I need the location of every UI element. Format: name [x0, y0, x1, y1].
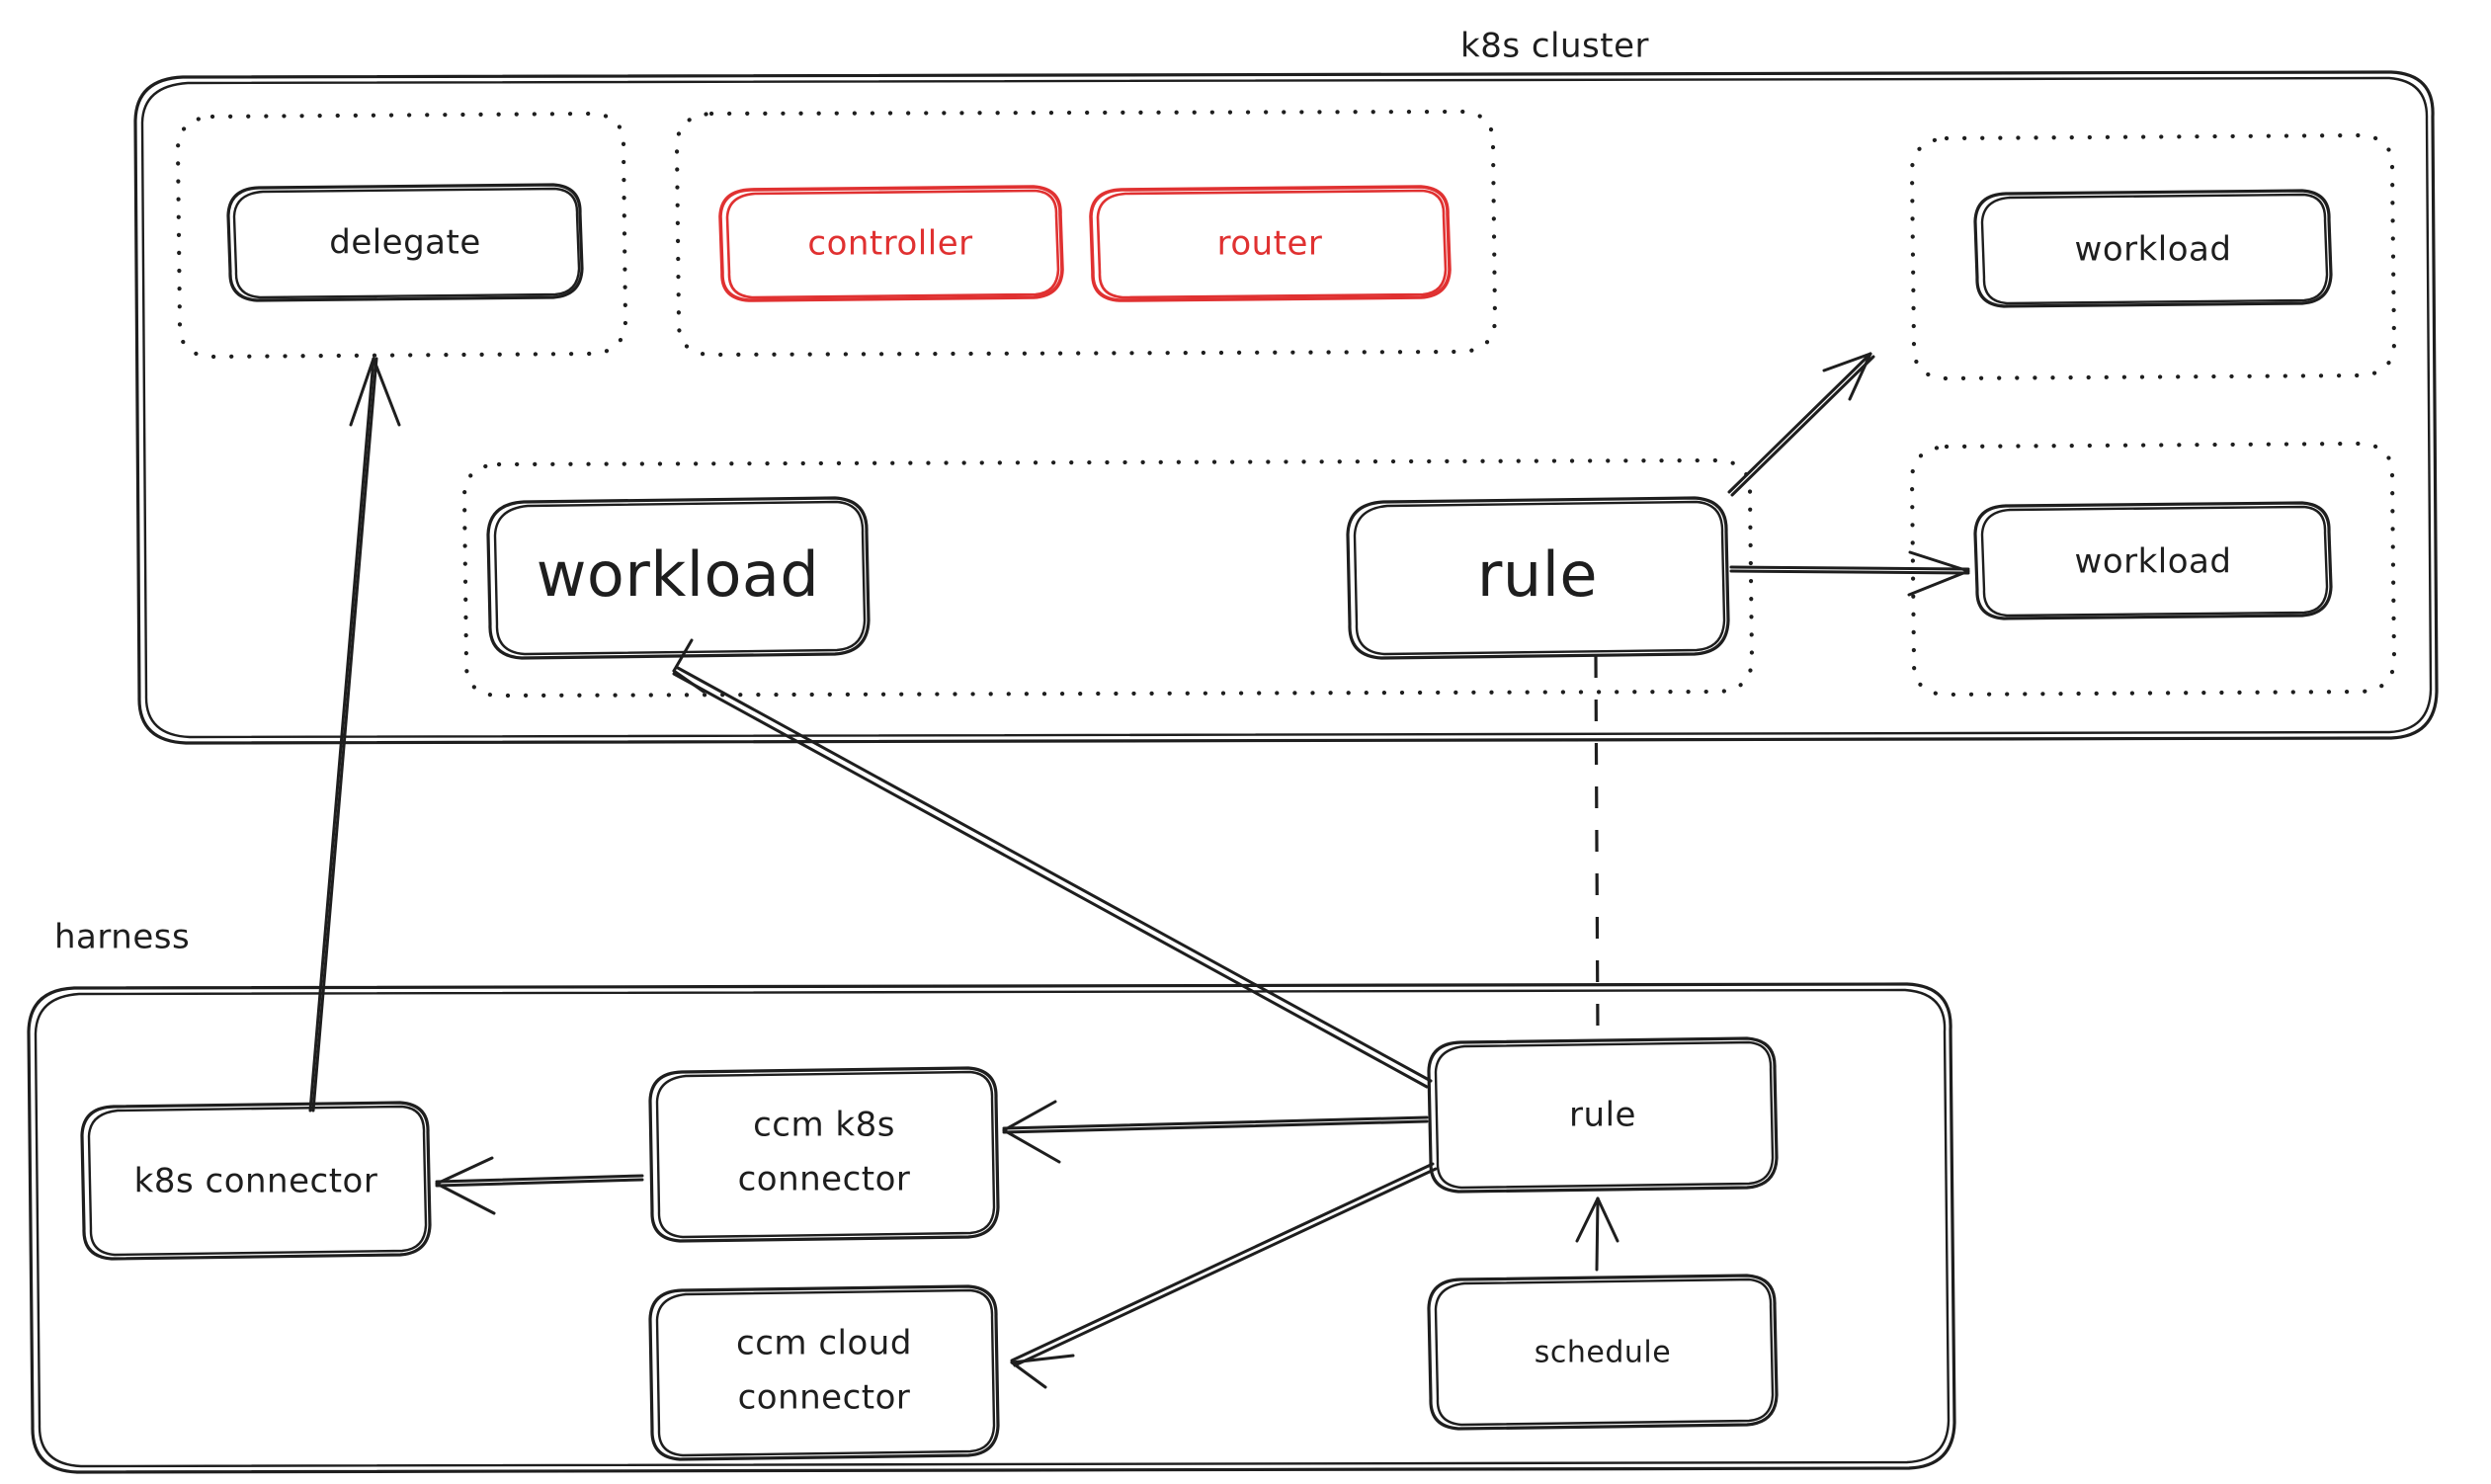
node-delegate-shape-second-pass: [232, 187, 581, 299]
k8s-cluster-label: k8s cluster: [1460, 27, 1649, 66]
k8s-cluster-border-second-pass: [140, 76, 2433, 739]
zone-controller-router: controller router: [674, 109, 1498, 358]
zone-workload-mid-right: workload: [1909, 441, 2397, 698]
node-controller[interactable]: controller: [718, 185, 1064, 302]
node-router-label: router: [1217, 224, 1323, 264]
node-ccm-cloud-connector-shape-second-pass: [655, 1288, 996, 1457]
zone-controller-router-border: [674, 109, 1498, 358]
group-harness: harness: [27, 918, 1956, 1474]
node-workload-center[interactable]: workload: [486, 496, 871, 660]
node-rule-cluster-label: rule: [1477, 538, 1598, 611]
node-schedule-shape-second-pass: [1434, 1278, 1775, 1427]
node-controller-shape: [718, 185, 1064, 302]
node-schedule-label: schedule: [1535, 1336, 1671, 1370]
node-rule-harness-shape: [1427, 1036, 1779, 1194]
node-workload-mid-right-label: workload: [2075, 542, 2232, 582]
group-k8s-cluster: k8s cluster: [133, 27, 2439, 745]
node-workload-mid-right-shape: [1973, 501, 2333, 620]
edge-rule-harness-to-workload-center: [672, 638, 1433, 1089]
node-k8s-connector[interactable]: k8s connector: [80, 1101, 432, 1261]
k8s-cluster-border: [133, 70, 2439, 745]
node-ccm-cloud-connector-label-line2: connector: [738, 1378, 911, 1418]
node-k8s-connector-shape: [80, 1101, 432, 1261]
edge-rule-harness-to-ccm-k8s-connector: [1002, 1100, 1429, 1164]
node-workload-top-right-shape: [1973, 189, 2333, 308]
node-workload-top-right[interactable]: workload: [1973, 189, 2333, 308]
node-delegate-label: delegate: [329, 223, 481, 263]
node-ccm-k8s-connector-shape-second-pass: [655, 1070, 996, 1239]
harness-label: harness: [54, 918, 190, 957]
edge-rule-cluster-to-workload-top-right: [1727, 352, 1875, 497]
node-rule-cluster-shape: [1346, 496, 1730, 660]
node-rule-harness-shape-second-pass: [1434, 1040, 1775, 1190]
zone-workload-top-right-border: [1909, 132, 2397, 381]
node-delegate[interactable]: delegate: [226, 183, 584, 302]
edge-schedule-to-rule-harness: [1575, 1196, 1619, 1272]
node-workload-center-shape: [486, 496, 871, 660]
node-schedule-shape: [1427, 1274, 1779, 1431]
node-router[interactable]: router: [1089, 185, 1452, 302]
harness-border: [27, 982, 1956, 1474]
node-ccm-k8s-connector[interactable]: ccm k8s connector: [648, 1066, 1000, 1243]
node-schedule[interactable]: schedule: [1427, 1274, 1779, 1431]
node-k8s-connector-shape-second-pass: [87, 1105, 428, 1257]
node-rule-cluster[interactable]: rule: [1346, 496, 1730, 660]
node-delegate-shape: [226, 183, 584, 302]
node-workload-top-right-shape-second-pass: [1980, 193, 2329, 305]
node-ccm-cloud-connector-label-line1: ccm cloud: [736, 1324, 912, 1363]
node-ccm-k8s-connector-label-line2: connector: [738, 1160, 911, 1199]
zone-workload-top-right: workload: [1909, 132, 2397, 381]
node-rule-harness-label: rule: [1569, 1096, 1636, 1135]
node-ccm-k8s-connector-shape: [648, 1066, 1000, 1243]
node-ccm-cloud-connector[interactable]: ccm cloud connector: [648, 1284, 1000, 1461]
node-controller-label: controller: [807, 224, 972, 264]
node-ccm-k8s-connector-label-line1: ccm k8s: [753, 1106, 895, 1145]
node-ccm-cloud-connector-shape: [648, 1284, 1000, 1461]
edge-ccm-k8s-connector-to-k8s-connector: [435, 1156, 644, 1215]
node-router-shape: [1089, 185, 1452, 302]
zone-workload-mid-right-border: [1909, 441, 2397, 698]
edge-k8s-connector-to-delegate: [308, 357, 401, 1113]
node-workload-top-right-label: workload: [2075, 230, 2232, 270]
node-workload-center-label: workload: [537, 538, 820, 611]
zone-workload-rule: workload rule: [461, 457, 1755, 699]
node-k8s-connector-label: k8s connector: [134, 1162, 378, 1201]
node-workload-mid-right[interactable]: workload: [1973, 501, 2333, 620]
edge-rule-cluster-to-workload-mid-right: [1729, 550, 1970, 597]
harness-border-second-pass: [34, 988, 1951, 1468]
zone-delegate: delegate: [175, 111, 628, 360]
node-workload-center-shape-second-pass: [493, 500, 867, 656]
node-rule-cluster-shape-second-pass: [1353, 500, 1726, 656]
edge-rule-harness-to-ccm-cloud-connector: [1010, 1162, 1438, 1389]
edge-rule-cluster-to-rule-harness-dashed: [1594, 655, 1600, 1036]
node-controller-shape-second-pass: [725, 189, 1060, 299]
node-rule-harness[interactable]: rule: [1427, 1036, 1779, 1194]
node-workload-mid-right-shape-second-pass: [1980, 505, 2329, 618]
node-router-shape-second-pass: [1096, 189, 1448, 299]
